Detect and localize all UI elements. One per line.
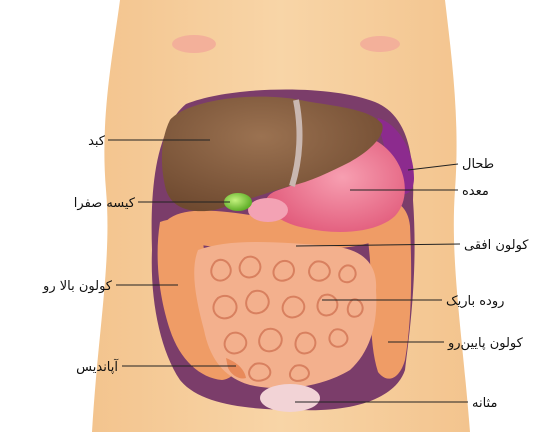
label-small-intestine: روده باریک (446, 294, 504, 309)
label-stomach: معده (462, 184, 489, 199)
label-descending-colon: کولون پایین‌رو (447, 336, 524, 351)
left-nipple (172, 35, 216, 53)
label-liver: کبد (88, 134, 106, 149)
label-appendix: آپاندیس (76, 358, 119, 375)
stomach-fundus (248, 198, 288, 222)
label-gallbladder: کیسه صفرا (74, 196, 136, 211)
label-transverse-colon: کولون افقی (464, 238, 529, 253)
label-spleen: طحال (462, 157, 494, 172)
right-nipple (360, 36, 400, 52)
label-ascending-colon: کولون بالا رو (42, 279, 113, 294)
label-bladder: مثانه (472, 396, 497, 411)
bladder (260, 384, 320, 412)
